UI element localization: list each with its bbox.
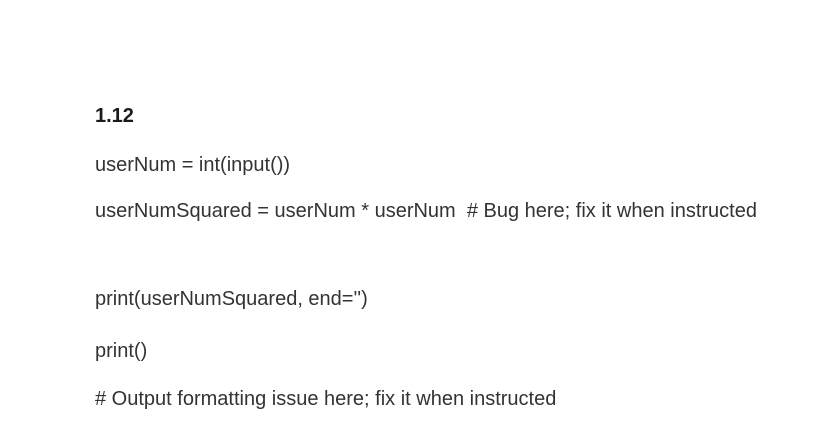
code-line: print() [95, 340, 148, 362]
code-line: print(userNumSquared, end='') [95, 288, 368, 310]
section-heading: 1.12 [95, 105, 134, 127]
code-line: # Output formatting issue here; fix it w… [95, 388, 557, 410]
code-line: userNum = int(input()) [95, 154, 291, 176]
code-line: userNumSquared = userNum * userNum # Bug… [95, 200, 757, 222]
code-line-blank [95, 238, 803, 263]
